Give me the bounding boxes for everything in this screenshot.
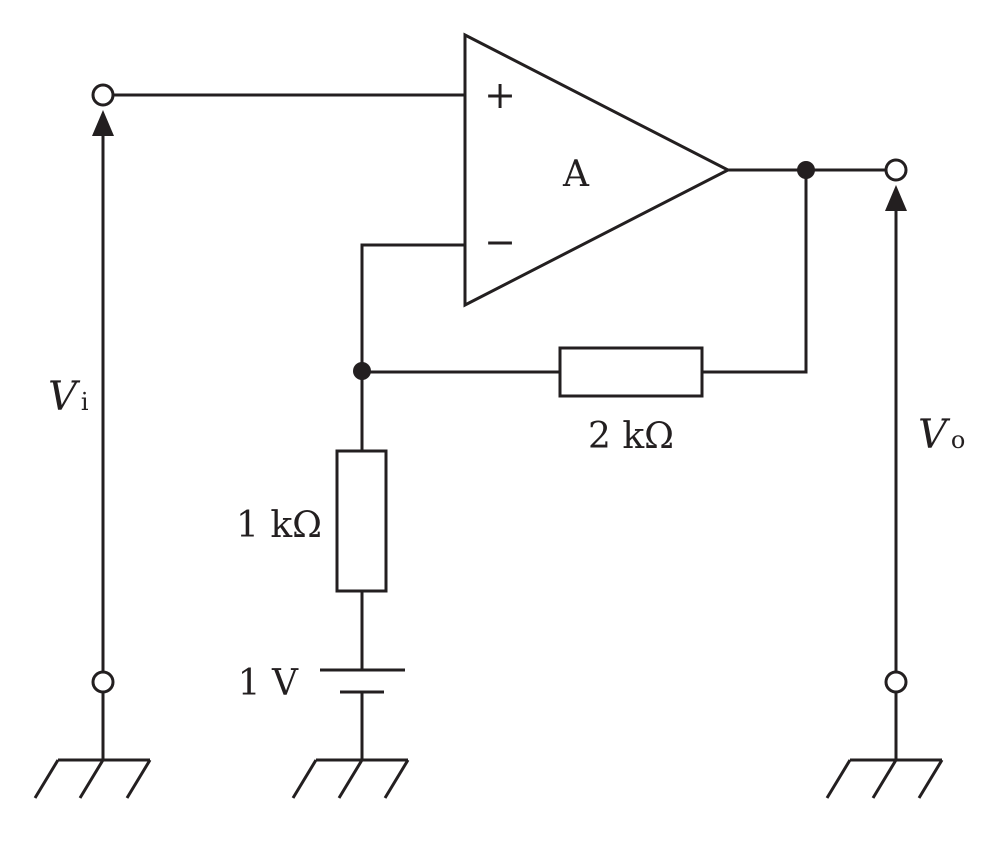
output-terminal-bottom [884, 670, 908, 694]
ground-symbol-left [33, 758, 152, 799]
resistor-2k [558, 346, 704, 398]
resistor-2k-label: 2 kΩ [588, 416, 674, 457]
op-amp-triangle [463, 32, 732, 308]
op-amp-plus-sign: + [484, 73, 516, 117]
inverting-input-wire [360, 243, 465, 372]
resistor-1k-label: 1 kΩ [236, 505, 322, 546]
output-terminal-top [884, 158, 908, 182]
resistor-1k [335, 449, 388, 593]
vo-symbol: V [918, 412, 951, 458]
input-terminal-bottom [91, 670, 115, 694]
battery-symbol [320, 668, 405, 694]
vi-symbol: V [48, 374, 81, 420]
output-node [797, 161, 815, 179]
battery-label: 1 V [238, 663, 299, 704]
input-terminal-top [91, 83, 115, 107]
vi-arrowhead [92, 110, 114, 136]
op-amp-label: A [562, 154, 590, 195]
vi-subscript: i [81, 388, 89, 416]
vo-arrowhead [885, 185, 907, 211]
feedback-wire-right [702, 170, 808, 374]
ground-symbol-right [825, 758, 944, 799]
vo-subscript: o [951, 426, 965, 454]
ground-symbol-middle [291, 758, 410, 799]
op-amp-minus-sign: − [484, 220, 516, 264]
